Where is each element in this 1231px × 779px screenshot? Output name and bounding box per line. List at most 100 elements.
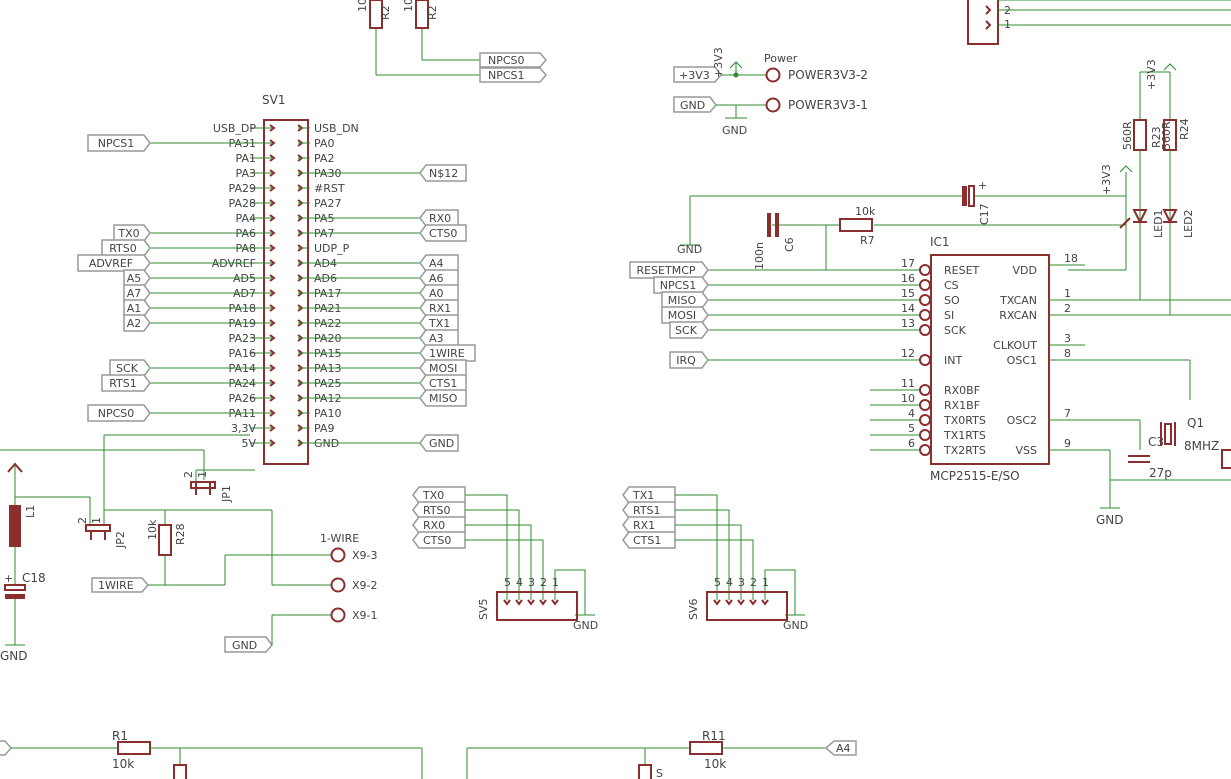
sv1-flag-right	[419, 359, 467, 377]
ic1-pin-left-bubble	[919, 414, 931, 426]
ic1-pin-left-name: TX2RTS	[943, 444, 986, 457]
ic1-pin-right-name: VDD	[1013, 264, 1037, 277]
sv1-flag-right	[419, 269, 459, 287]
sv1-pin-left-mark	[269, 304, 276, 312]
flag-gnd-bottom	[224, 636, 273, 653]
ic1-flag-label: MISO	[668, 294, 697, 307]
sv1-flag-right-label: RX0	[429, 212, 451, 225]
q1-value: 8MHZ	[1184, 439, 1219, 453]
header-pin-num: 2	[540, 576, 547, 589]
sv1-pin-right-label: PA9	[314, 422, 334, 435]
ic1-pin-left-num: 10	[901, 392, 915, 405]
power-section: Power +3V3 +3V3 POWER3V3-2 GND GND POWER…	[673, 47, 868, 137]
sv1-flag-right-label: RX1	[429, 302, 451, 315]
power-gnd-symbol: GND	[722, 124, 747, 137]
r2b-value: 10	[402, 0, 415, 12]
sv1-flag-right	[419, 299, 459, 317]
resistor-r11	[689, 741, 723, 755]
sv1-pin-left-mark	[269, 289, 276, 297]
jumper-jp2	[85, 524, 111, 532]
sv1-pin-left-label: 5V	[241, 437, 256, 450]
flag-a4-bottom-label: A4	[836, 742, 851, 755]
r2a-value: 10	[356, 0, 369, 12]
sv1-pin-right-label: PA0	[314, 137, 334, 150]
sv1-flag-right	[419, 434, 459, 452]
ic1-pin-left-name: SI	[944, 309, 954, 322]
r23-ref: R23	[1150, 126, 1163, 148]
sv1-pin-left-label: PA4	[236, 212, 256, 225]
header-pin-num: 1	[552, 576, 559, 589]
svg-text:+: +	[978, 179, 987, 192]
header-pin-num: 1	[762, 576, 769, 589]
connector-sv1: SV1 USB_DPPA31PA1PA3PA29PA28PA4PA6PA8ADV…	[77, 93, 476, 465]
sv1-flag-right	[419, 314, 459, 332]
sv1-pin-left-mark	[269, 199, 276, 207]
sv1-pin-left-mark	[269, 169, 276, 177]
ic1-flag	[629, 261, 709, 279]
r2a-ref: R2	[379, 5, 392, 20]
sv1-flag-left	[123, 284, 151, 302]
sv1-pin-right-label: USB_DN	[314, 122, 359, 135]
flag-3v3-label: +3V3	[679, 69, 710, 82]
ic1-flag-label: NPCS1	[660, 279, 697, 292]
c3-value: 27p	[1149, 466, 1172, 480]
sv1-pin-left-mark	[269, 259, 276, 267]
ic1-pin-left-num: 17	[901, 257, 915, 270]
sv1-pin-left-label: 3,3V	[231, 422, 256, 435]
sv1-flag-left	[87, 134, 151, 152]
sv1-flag-right-label: A3	[429, 332, 444, 345]
r23-value: 560R	[1121, 121, 1134, 150]
power-title: Power	[764, 52, 798, 65]
ic1-pin-right-num: 8	[1064, 347, 1071, 360]
ic1-pin-left-bubble	[919, 444, 931, 456]
header-gnd: GND	[783, 619, 808, 632]
sv1-pin-left-mark	[269, 319, 276, 327]
ic1-flag	[661, 291, 709, 309]
ic1-pin-left-bubble	[919, 279, 931, 291]
sv1-flag-right-label: CTS1	[429, 377, 457, 390]
sv1-flag-right	[419, 164, 467, 182]
ic1-pin-left-num: 5	[908, 422, 915, 435]
sv1-flag-right	[419, 254, 459, 272]
ic1-pin-right-name: CLKOUT	[993, 339, 1037, 352]
flag-npcs0-top-label: NPCS0	[488, 54, 525, 67]
ic1-pin-right-num: 7	[1064, 407, 1071, 420]
sv1-flag-left	[123, 314, 151, 332]
top-right-header: 2 1	[967, 0, 1231, 45]
flag-gnd-power-label: GND	[680, 99, 705, 112]
sv1-pin-right-label: PA10	[314, 407, 341, 420]
r1-ref: R1	[112, 729, 128, 743]
sv1-flag-left	[87, 404, 151, 422]
ic1-pin-left-name: RX0BF	[944, 384, 980, 397]
header-pin-num: 3	[738, 576, 745, 589]
sv1-flag-right	[419, 224, 467, 242]
sv1-pin-left-label: PA28	[229, 197, 256, 210]
bottom-strip: R1 10k R11 10k A4 S	[0, 729, 857, 779]
ic1-flag	[653, 276, 709, 294]
sv1-flag-left	[113, 224, 151, 242]
header-body	[496, 591, 578, 621]
jp2-pin2: 2	[76, 517, 89, 524]
pad-x9-1	[330, 607, 346, 623]
sv1-pin-right-label: PA27	[314, 197, 341, 210]
ic1-pin-left-bubble	[919, 294, 931, 306]
r1-value: 10k	[112, 757, 134, 771]
ic1-pin-right-num: 1	[1064, 287, 1071, 300]
header-ref: SV6	[687, 598, 700, 620]
sv1-pin-left-label: PA16	[229, 347, 256, 360]
sv1-pin-left-mark	[269, 424, 276, 432]
header-flag-label: TX1	[632, 489, 654, 502]
header-pin-num: 4	[516, 576, 523, 589]
ic1-flag	[669, 321, 709, 339]
r7-ref: R7	[860, 234, 875, 247]
c3-ref: C3	[1148, 435, 1164, 449]
l1-ref: L1	[24, 505, 37, 518]
ic1-pin-left-name: CS	[944, 279, 959, 292]
ic1-pin-left-num: 11	[901, 377, 915, 390]
sv1-pin-right-label: PA2	[314, 152, 334, 165]
sv1-pin-left-mark	[269, 409, 276, 417]
sv1-pin-left-mark	[269, 439, 276, 447]
ic1-flag-label: MOSI	[668, 309, 696, 322]
ic1-flag-label: IRQ	[676, 354, 696, 367]
ic1-pin-left-bubble	[919, 399, 931, 411]
